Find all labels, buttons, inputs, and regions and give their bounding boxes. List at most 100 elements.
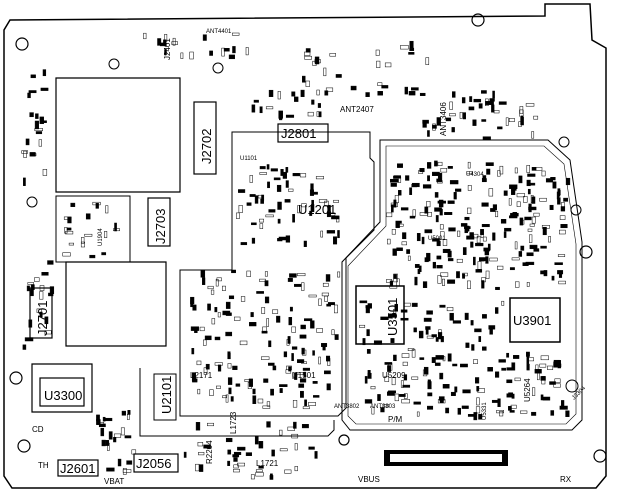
rf-test-ports <box>26 58 582 393</box>
smd-pad <box>486 168 491 175</box>
pm-label: P/M <box>388 415 403 424</box>
smd-pad <box>387 238 391 245</box>
smd-pad <box>276 315 281 323</box>
smd-pad <box>277 238 283 242</box>
smd-pad <box>292 214 295 223</box>
smd-pad <box>279 388 283 393</box>
shield-cavity-top <box>55 77 181 193</box>
smd-pad <box>550 410 555 416</box>
smd-pad <box>294 466 298 472</box>
smd-pad <box>471 344 475 351</box>
smd-pad <box>257 194 263 199</box>
smd-pad <box>227 449 232 455</box>
smd-pad <box>370 386 376 390</box>
smd-pad <box>467 414 475 417</box>
smd-pad <box>204 335 212 341</box>
smd-pad <box>251 237 256 244</box>
smd-pad <box>320 230 323 238</box>
smd-pad <box>263 378 269 383</box>
smd-pad <box>261 330 268 334</box>
smd-pad <box>427 130 430 137</box>
smd-pad <box>520 245 525 251</box>
smd-pad <box>203 339 207 346</box>
smd-pad <box>217 312 221 318</box>
smd-pad <box>533 212 540 217</box>
smd-pad <box>279 448 288 452</box>
smd-pad <box>259 218 264 223</box>
u1904-label: U1904 <box>98 228 104 246</box>
smd-pad <box>299 173 307 178</box>
smd-pad <box>230 396 234 402</box>
smd-pad <box>96 419 101 425</box>
smd-pad <box>426 335 434 339</box>
smd-pad <box>539 363 547 368</box>
smd-pad <box>402 232 407 240</box>
smd-pad <box>432 123 436 131</box>
smd-pad <box>411 349 416 358</box>
smd-pad <box>250 312 254 318</box>
smd-pad <box>391 229 396 235</box>
smd-pad <box>198 452 205 456</box>
smd-pad <box>143 32 147 40</box>
smd-pad <box>311 99 315 105</box>
smd-pad <box>561 400 565 408</box>
smd-pad <box>533 115 539 120</box>
smd-pad <box>39 116 44 124</box>
j2601-body <box>57 459 99 477</box>
smd-pad <box>254 436 259 445</box>
smd-pad <box>377 91 383 96</box>
smd-pad <box>285 167 289 173</box>
smd-pad <box>514 377 521 382</box>
u5264-label: U5264 <box>523 378 532 402</box>
smd-pad <box>85 213 91 220</box>
smd-pad <box>251 104 256 113</box>
smd-pad <box>228 295 235 300</box>
smd-pad <box>318 356 321 365</box>
smd-pad <box>277 201 282 210</box>
smd-pad <box>245 47 249 56</box>
smd-pad <box>288 366 292 372</box>
smd-pad <box>401 353 410 358</box>
smd-pad <box>303 240 307 247</box>
smd-pad <box>228 54 235 60</box>
smd-pad <box>209 389 214 396</box>
smd-pad <box>411 87 419 91</box>
smd-pad <box>462 272 468 277</box>
smd-pad <box>506 393 513 398</box>
smd-pad <box>529 244 538 250</box>
smd-pad <box>565 177 571 186</box>
smd-pad <box>244 379 253 382</box>
smd-pad <box>518 251 523 257</box>
smd-pad <box>252 395 257 404</box>
smd-pad <box>439 372 444 380</box>
smd-pad <box>416 233 421 242</box>
smd-pad <box>516 201 521 207</box>
smd-pad <box>271 449 275 457</box>
smd-pad <box>65 230 74 235</box>
smd-pad <box>558 190 561 196</box>
smd-pad <box>465 225 470 232</box>
shield-trace-right-inner <box>347 145 577 425</box>
smd-pad <box>245 452 252 456</box>
smd-pad <box>553 359 560 365</box>
smd-pad <box>272 365 277 371</box>
smd-pad <box>398 190 402 196</box>
smd-pad <box>480 229 484 235</box>
smd-pad <box>531 196 536 204</box>
smd-pad <box>496 410 504 414</box>
u3901-body <box>509 297 561 343</box>
smd-pad <box>526 351 530 357</box>
smd-pad <box>511 257 520 261</box>
smd-pad <box>326 383 331 391</box>
smd-pad <box>449 113 456 117</box>
smd-pad <box>214 307 218 313</box>
smd-pads <box>21 32 571 480</box>
smd-pad <box>366 349 371 354</box>
smd-pad <box>325 274 331 282</box>
smd-pad <box>525 261 535 265</box>
ant3406-label: ANT3406 <box>439 102 448 136</box>
smd-pad <box>473 98 482 103</box>
smd-pad <box>126 460 133 465</box>
smd-pad <box>456 271 460 279</box>
smd-pad <box>497 170 501 177</box>
